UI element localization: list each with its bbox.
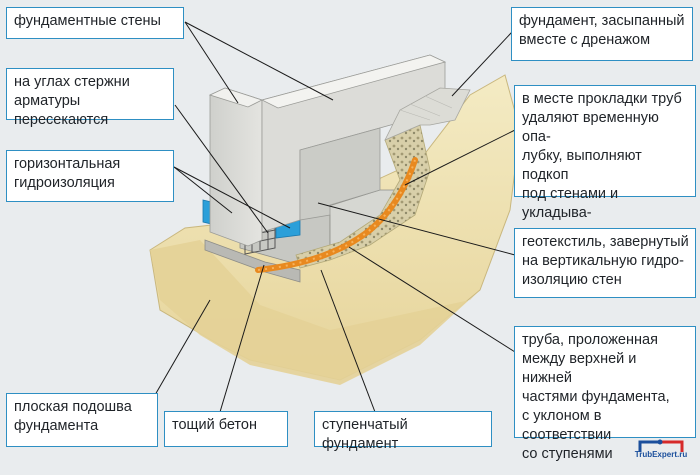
wall-inner xyxy=(299,127,381,221)
wall-left xyxy=(209,87,263,247)
trubexpert-logo: TrubExpert.ru xyxy=(630,438,692,468)
lean-concrete-slab xyxy=(204,239,301,283)
callout-pipe: труба, проложенная между верхней и нижне… xyxy=(514,326,696,462)
wall-back-top xyxy=(260,54,447,109)
callout-geotextile: геотекстиль, завернутый на вертикальную … xyxy=(514,228,696,298)
leader-lines xyxy=(154,21,516,413)
callout-lean-concrete: тощий бетон xyxy=(164,411,288,447)
callout-rebar-corners: на углах стержни арматуры пересекаются xyxy=(6,68,174,128)
callout-flat-footing: плоская подошва фундамента xyxy=(6,393,158,447)
pipe-logo-icon xyxy=(638,439,684,452)
gravel-trench xyxy=(295,124,431,269)
geotextile-fabric xyxy=(384,87,471,141)
callout-horizontal-waterproofing: горизонтальная гидроизоляция xyxy=(6,150,174,202)
callout-formwork-removal: в месте прокладки труб удаляют временную… xyxy=(514,85,696,259)
soil-lower-slope xyxy=(150,240,480,385)
callout-stepped-foundation: ступенчатый фундамент xyxy=(314,411,492,452)
callout-backfill-drainage: фундамент, засыпанный вместе с дренажом xyxy=(511,7,693,61)
watermark-text: TrubExpert.ru xyxy=(634,450,688,459)
callout-foundation-walls: фундаментные стены xyxy=(6,7,184,39)
